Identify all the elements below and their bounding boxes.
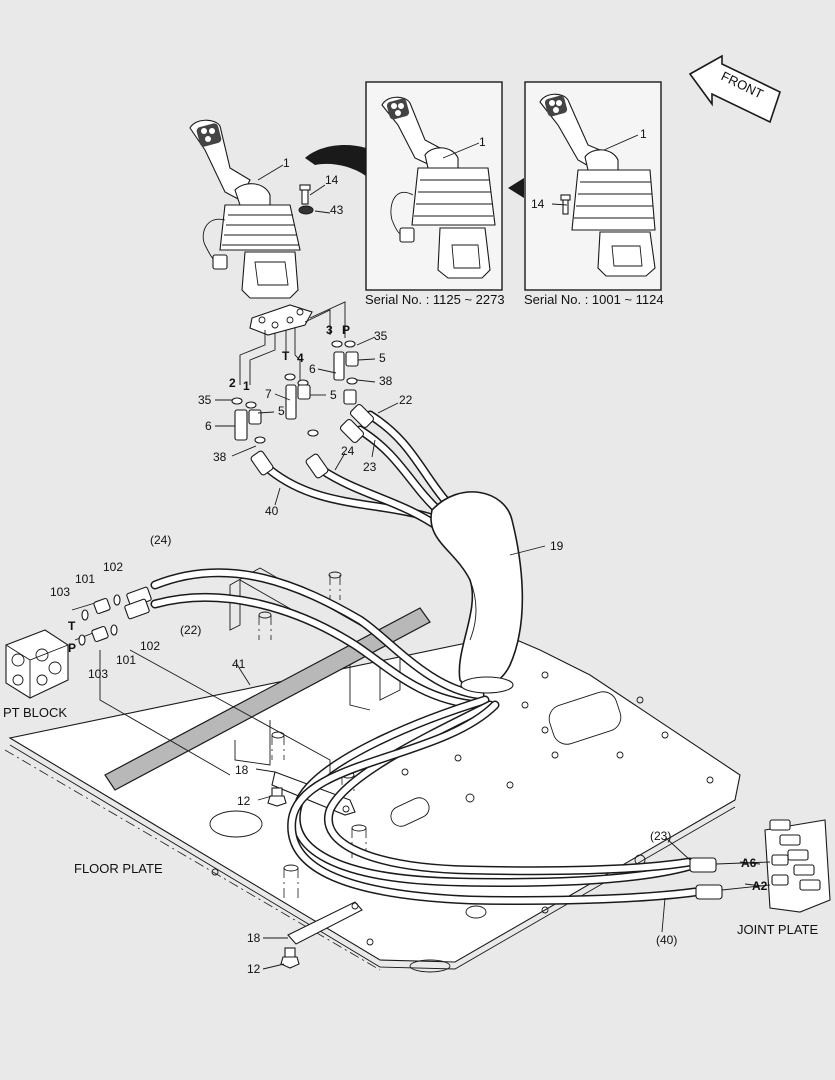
upper-hoses	[250, 403, 450, 533]
leader-lines	[215, 134, 763, 970]
callout-port-a2: A2	[752, 879, 768, 893]
pt-block-label: PT BLOCK	[3, 705, 67, 720]
bolt-12-b	[280, 947, 300, 969]
port-leader-lines	[239, 301, 346, 385]
callout-adapter-6-right: 6	[309, 362, 316, 376]
callout-hose-22-paren: (22)	[180, 623, 201, 637]
callout-clip-18b: 18	[247, 931, 261, 945]
callout-port-2: 2	[229, 376, 236, 390]
callout-adapter-5b: 5	[330, 388, 337, 402]
callout-port-3: 3	[326, 323, 333, 337]
callout-hose-23: 23	[363, 460, 377, 474]
callout-adapter-5c: 5	[278, 404, 285, 418]
pt-block	[5, 629, 69, 699]
callout-hose-40-paren: (40)	[656, 933, 677, 947]
arrow-to-inset-icon	[305, 145, 366, 176]
callout-washer: 43	[330, 203, 344, 217]
callout-port-4: 4	[297, 351, 304, 365]
adapters	[234, 351, 359, 441]
callout-port-p-left: P	[68, 641, 76, 655]
callout-hose-24-paren: (24)	[150, 533, 171, 547]
callout-port-t-top: T	[282, 349, 290, 363]
inset-a	[365, 81, 503, 291]
callout-bolt-12b: 12	[247, 962, 261, 976]
bolt-14-inset	[560, 194, 571, 215]
joystick-main	[189, 119, 301, 299]
inset-b	[524, 81, 662, 291]
callout-hose-24: 24	[341, 444, 355, 458]
callout-adapter-5a: 5	[379, 351, 386, 365]
callout-port-1: 1	[243, 379, 250, 393]
hoses-to-pt-block	[150, 568, 485, 710]
serial-a-caption: Serial No. : 1125 ~ 2273	[365, 292, 505, 307]
callout-bolt-top: 14	[325, 173, 339, 187]
callout-oring-38-left: 38	[213, 450, 227, 464]
port-plate	[249, 304, 313, 336]
callout-fitting-101-top: 101	[75, 572, 95, 586]
callout-hose-22: 22	[399, 393, 413, 407]
joint-plate-label: JOINT PLATE	[737, 922, 818, 937]
callout-bolt-inset: 14	[531, 197, 545, 211]
bolt-14-top	[299, 184, 311, 205]
callout-bolt-12a: 12	[237, 794, 251, 808]
floor-plate	[4, 634, 741, 973]
joint-plate	[689, 819, 831, 913]
clip-18-b	[287, 901, 363, 945]
inset-pointer-icon	[508, 178, 524, 198]
serial-b-caption: Serial No. : 1001 ~ 1124	[524, 292, 664, 307]
callout-fitting-101-bot: 101	[116, 653, 136, 667]
callout-adapter-6-left: 6	[205, 419, 212, 433]
callout-boot-19: 19	[550, 539, 564, 553]
callout-oring-38-right: 38	[379, 374, 393, 388]
hoses-to-joint-plate	[287, 695, 700, 906]
front-arrow-icon	[688, 54, 781, 124]
callout-port-a6: A6	[741, 856, 757, 870]
callout-fitting-102-bot: 102	[140, 639, 160, 653]
callout-port-p-top: P	[342, 323, 350, 337]
callout-adapter-7: 7	[265, 387, 272, 401]
callout-port-t-left: T	[68, 619, 76, 633]
callout-inset-b-joystick: 1	[640, 127, 647, 141]
bolt-12-a	[267, 787, 287, 807]
callout-inset-a-joystick: 1	[479, 135, 486, 149]
callout-fitting-103-top: 103	[50, 585, 70, 599]
bar-41	[104, 607, 431, 791]
callout-fitting-103-bot: 103	[88, 667, 108, 681]
callout-oring-35-left: 35	[198, 393, 212, 407]
callout-oring-35-right: 35	[374, 329, 388, 343]
pt-leader-lines	[99, 649, 331, 776]
protective-boot-19	[430, 491, 524, 694]
callout-hose-40: 40	[265, 504, 279, 518]
floor-plate-label: FLOOR PLATE	[74, 861, 163, 876]
washer-43	[298, 205, 314, 215]
callout-hose-23-paren: (23)	[650, 829, 671, 843]
callout-fitting-102-top: 102	[103, 560, 123, 574]
callout-bar-41: 41	[232, 657, 246, 671]
callout-main-joystick: 1	[283, 156, 290, 170]
callout-clip-18a: 18	[235, 763, 249, 777]
pt-fittings	[71, 586, 152, 646]
